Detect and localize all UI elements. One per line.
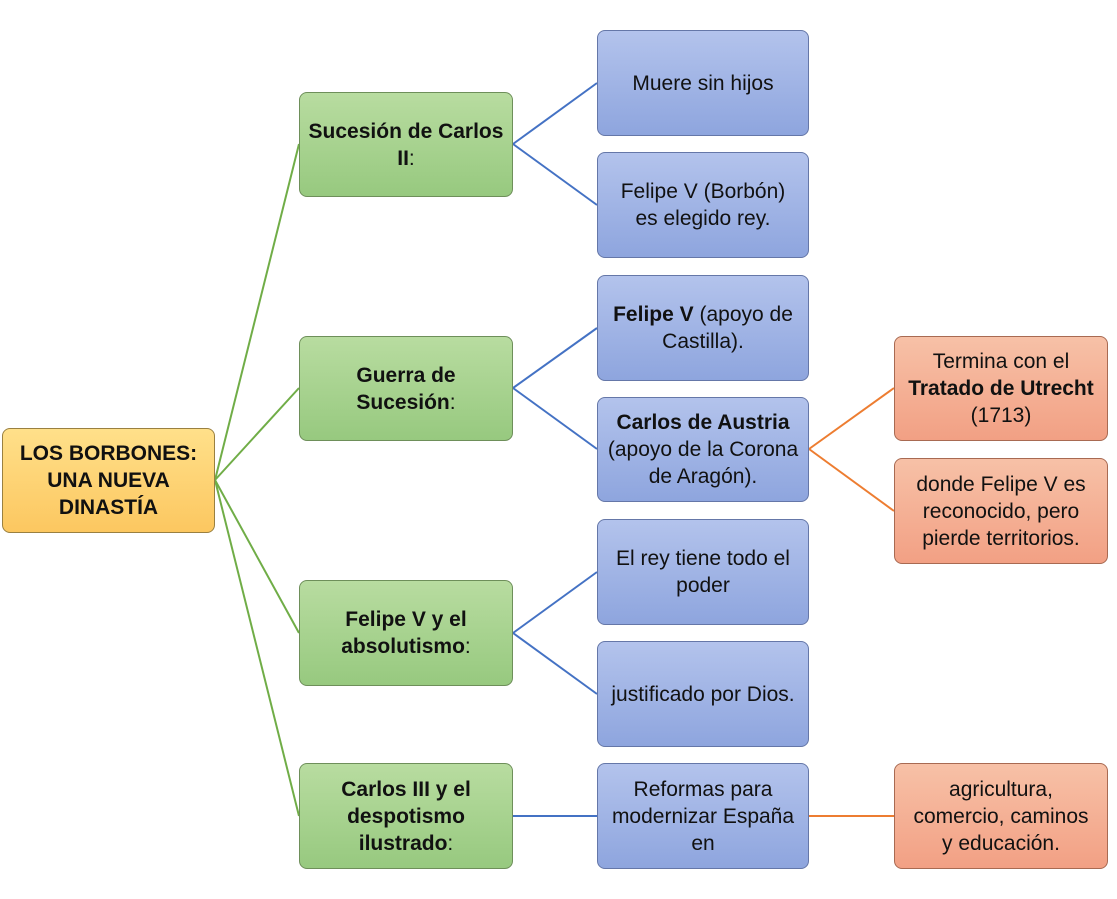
reforms-line2: modernizar España [611, 804, 795, 828]
felipe-elected-line1: Felipe V (Borbón) [620, 180, 786, 203]
connector-succession-felipe [512, 143, 598, 206]
connector-absolutism-power [512, 571, 598, 634]
felipe-elected-node: Felipe V (Borbón) es elegido rey. [597, 152, 809, 258]
root-title-line3: DINASTÍA [58, 496, 159, 519]
absolutism-node: Felipe V y el absolutismo: [299, 580, 513, 686]
recognized-node: donde Felipe V es reconocido, pero pierd… [894, 458, 1108, 564]
war-title-line1: Guerra de [356, 363, 456, 387]
enlightened-node: Carlos III y el despotismo ilustrado: [299, 763, 513, 869]
areas-line2: comercio, caminos [913, 804, 1089, 828]
war-title-colon: : [449, 390, 456, 414]
war-node: Guerra de Sucesión: [299, 336, 513, 441]
recognized-line3: pierde territorios. [922, 526, 1080, 550]
dies-text: Muere sin hijos [632, 71, 774, 95]
war-title-bold: Sucesión [356, 390, 450, 414]
enlightened-title-colon: : [447, 831, 454, 855]
power-line2: poder [676, 574, 730, 597]
carlos-side-line2: (apoyo de la Corona [607, 438, 799, 461]
absolutism-title-line1: Felipe V y el [345, 608, 467, 631]
connector-war-carlos [512, 387, 598, 450]
justified-node: justificado por Dios. [597, 641, 809, 747]
treaty-line1: Termina con el [932, 350, 1070, 373]
root-title-line2: UNA NUEVA [47, 469, 170, 492]
connector-war-felipe [512, 327, 598, 389]
carlos-side-line3: de Aragón). [648, 465, 758, 488]
areas-line1: agricultura, [949, 777, 1053, 801]
reforms-line3: en [691, 831, 715, 855]
felipe-side-bold: Felipe V [613, 303, 694, 326]
recognized-line1: donde Felipe V es [916, 472, 1086, 496]
carlos-side-node: Carlos de Austria (apoyo de la Corona de… [597, 397, 809, 502]
justified-text: justificado por Dios. [611, 682, 795, 706]
felipe-side-rest: (apoyo de [693, 303, 793, 326]
treaty-bold: Tratado de Utrecht [908, 377, 1094, 400]
succession-node: Sucesión de Carlos II: [299, 92, 513, 197]
treaty-line3: (1713) [970, 404, 1032, 427]
connector-root-war [214, 387, 300, 481]
connector-root-succession [214, 143, 300, 481]
reforms-node: Reformas para modernizar España en [597, 763, 809, 869]
connector-carlos-treaty [808, 387, 895, 450]
connector-root-enlightened [214, 479, 300, 817]
enlightened-title-line2: despotismo [347, 804, 465, 828]
connector-carlos-recognized [808, 448, 895, 512]
felipe-elected-line2: es elegido rey. [635, 207, 771, 230]
enlightened-title-line1: Carlos III y el [341, 777, 471, 801]
carlos-side-bold: Carlos de Austria [616, 411, 790, 434]
dies-node: Muere sin hijos [597, 30, 809, 136]
connector-root-absolutism [214, 479, 300, 634]
succession-title-line1: Sucesión de Carlos [308, 119, 504, 143]
felipe-side-node: Felipe V (apoyo de Castilla). [597, 275, 809, 381]
recognized-line2: reconocido, pero [922, 499, 1080, 523]
reforms-line1: Reformas para [633, 777, 773, 801]
root-title-line1: LOS BORBONES: [19, 442, 198, 465]
root-node: LOS BORBONES: UNA NUEVA DINASTÍA [2, 428, 215, 533]
felipe-side-line2: Castilla). [662, 330, 744, 353]
connector-succession-dies [512, 82, 598, 145]
treaty-node: Termina con el Tratado de Utrecht (1713) [894, 336, 1108, 441]
absolutism-title-bold: absolutismo [341, 635, 465, 658]
areas-node: agricultura, comercio, caminos y educaci… [894, 763, 1108, 869]
enlightened-title-bold: ilustrado [358, 831, 448, 855]
connector-absolutism-justified [512, 632, 598, 695]
succession-title-colon: : [408, 146, 415, 170]
absolutism-title-colon: : [464, 635, 471, 658]
power-node: El rey tiene todo el poder [597, 519, 809, 625]
succession-title-bold: II [397, 146, 409, 170]
power-line1: El rey tiene todo el [616, 547, 790, 570]
areas-line3: y educación. [942, 831, 1060, 855]
